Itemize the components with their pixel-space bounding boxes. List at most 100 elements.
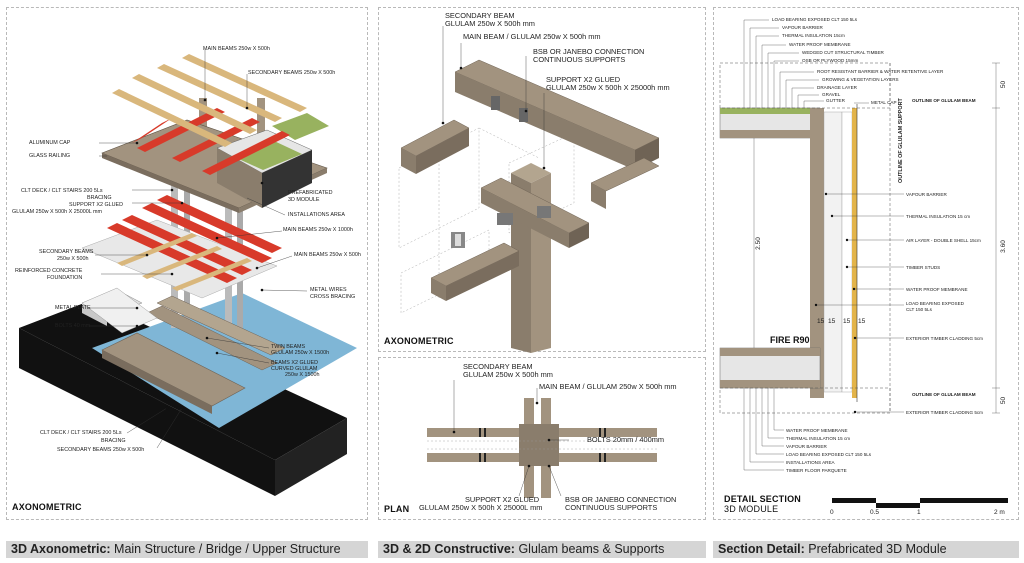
label-bracing-2: BRACING [101, 438, 126, 444]
cross-beam-end [569, 223, 589, 248]
label-bracing-1: BRACING [87, 195, 112, 201]
glulam-beam [157, 64, 282, 122]
insulation-layer [823, 111, 843, 393]
section-label: WATER PROOF MEMBRANE [906, 287, 968, 292]
lower-beam-face [446, 251, 519, 301]
caption-axonometric: 3D Axonometric: Main Structure / Bridge … [6, 541, 368, 558]
red-main-beam [157, 195, 282, 253]
glulam-beam [132, 74, 257, 134]
section-label: VAPOUR BARRIER [786, 444, 827, 449]
section-label: GROWING & VEGETATION LAYERS [822, 77, 899, 82]
leader-lines [453, 380, 569, 497]
axonometric-drawing [19, 49, 357, 496]
scale-label: 1 [917, 509, 921, 516]
leader-lines [89, 49, 308, 449]
dim-15: 15 [828, 318, 836, 325]
scale-label: 0 [830, 509, 834, 516]
section-drawing [719, 19, 1008, 508]
scale-label: 0.5 [870, 509, 880, 516]
label-concrete-1: REINFORCED CONCRETE [15, 268, 83, 274]
secondary-beam-side [591, 183, 606, 209]
section-label: INSTALLATIONS AREA [786, 460, 835, 465]
dim-15: 15 [817, 318, 825, 325]
label-beams-x2-2: CURVED GLULAM [271, 366, 318, 372]
secondary-beam-face [416, 128, 469, 174]
label-concrete-2: FOUNDATION [47, 275, 83, 281]
panel-title: PLAN [384, 504, 410, 514]
label-glulam-support: GLULAM 250w X 500h X 25000L mm [12, 209, 102, 215]
dim-15: 15 [858, 318, 866, 325]
label-main-beam: MAIN BEAM / GLULAM 250w X 500h mm [539, 382, 677, 391]
dim-50-top: 50 [1000, 80, 1008, 89]
exterior-cladding [852, 108, 857, 398]
caption-section-detail: Section Detail: Prefabricated 3D Module [713, 541, 1019, 558]
connector-plate [537, 206, 551, 218]
section-label: THERMAL INSULATION 15 cm [786, 436, 851, 441]
section-label: TIMBER STUDS [906, 265, 941, 270]
label-secondary-beams-mid-1: SECONDARY BEAMS [39, 249, 94, 255]
label-main-beam: MAIN BEAM / GLULAM 250w X 500h mm [463, 32, 601, 41]
glulam-secondary-beam [142, 246, 222, 279]
plan-drawing [427, 380, 657, 498]
lower-deck-edge [102, 350, 212, 414]
label-secondary-beam-2: GLULAM 250w X 500h mm [445, 19, 535, 28]
clt-floor [720, 348, 820, 356]
section-label: METAL CAP [871, 100, 897, 105]
section-label: OUTLINE OF GLULAM BEAM [912, 392, 976, 397]
section-label: EXTERIOR TIMBER CLADDING 5cm [906, 336, 983, 341]
detail-section-panel: LOAD BEARING EXPOSED CLT 150 5Ls VAPOUR … [713, 7, 1019, 520]
water-surface [92, 293, 357, 428]
fire-rating: FIRE R90 [770, 335, 810, 345]
label-secondary-beams-top: SECONDARY BEAMS 250w X 500h [248, 70, 336, 76]
label-secondary-beam-2: GLULAM 250w X 500h mm [463, 370, 553, 379]
section-label: LOAD BEARING EXPOSED CLT 150 5Ls [786, 452, 872, 457]
section-label: CLT 150 5Ls [906, 307, 932, 312]
leader-lines [743, 19, 1000, 471]
caption-bold: 3D Axonometric: [11, 542, 111, 556]
section-label: WATER PROOF MEMBRANE [789, 42, 851, 47]
red-main-beam [137, 108, 225, 152]
panel-title: AXONOMETRIC [384, 336, 454, 346]
section-label: LOAD BEARING EXPOSED CLT 150 5Ls [772, 17, 858, 22]
section-label: ROOT RESISTANT BARRIER & WATER RETENTIVE… [817, 69, 944, 74]
caption-constructive: 3D & 2D Constructive: Glulam beams & Sup… [378, 541, 706, 558]
twin-beam [146, 305, 278, 371]
caption-bold: Section Detail: [718, 542, 805, 556]
panel-title: AXONOMETRIC [12, 502, 82, 512]
label-bolts: BOLTS 40 mm [55, 323, 91, 329]
section-label: AIR LAYER - DOUBLE SHELL 15cm [906, 238, 981, 243]
connector-plate [497, 213, 513, 225]
section-label: OSB OR PLYWOOD 15mm [802, 58, 859, 63]
dim-250: 2.50 [754, 237, 762, 250]
section-label: LOAD BEARING EXPOSED [906, 301, 964, 306]
red-main-beam [142, 203, 272, 263]
label-support-2: GLULAM 250w X 500h X 25000L mm [419, 503, 543, 512]
glulam-secondary-beam [172, 258, 252, 291]
label-bolts: BOLTS 20mm / 400mm [587, 435, 665, 444]
label-support-1: SUPPORT X2 GLUED [546, 75, 621, 84]
section-label: VAPOUR BARRIER [782, 25, 823, 30]
label-bsb-1: BSB OR JANEBO CONNECTION [565, 495, 677, 504]
leader-dots [441, 66, 546, 170]
label-main-beams-mid: MAIN BEAMS 250w X 1000h [283, 227, 353, 233]
label-secondary-beam-1: SECONDARY BEAM [463, 362, 533, 371]
label-bsb-1: BSB OR JANEBO CONNECTION [533, 47, 645, 56]
plan-panel: SECONDARY BEAM GLULAM 250w X 500h mm MAI… [378, 357, 706, 520]
label-support-1: SUPPORT X2 GLUED [465, 495, 540, 504]
label-metal-plate: METAL PLATE [55, 305, 91, 311]
panel-subtitle: 3D MODULE [724, 504, 779, 514]
axonometric-panel: MAIN BEAMS 250w X 500h SECONDARY BEAMS 2… [6, 7, 368, 520]
label-twin-beams-2: GLULAM 250w X 1500h [271, 350, 330, 356]
foundation-block-end [275, 418, 347, 496]
red-main-beam [107, 223, 237, 283]
red-main-beam [122, 215, 252, 275]
connector-plate [519, 108, 528, 122]
section-label: OUTLINE OF GLULAM BEAM [912, 98, 976, 103]
dim-50-bottom: 50 [1000, 396, 1008, 405]
section-label: VAPOUR BARRIER [906, 192, 947, 197]
leader-dots [814, 192, 857, 414]
lower-beam-side [431, 278, 446, 301]
glulam-beam [112, 89, 232, 147]
green-roof [232, 140, 302, 170]
section-label: EXTERIOR TIMBER CLADDING 5cm [906, 410, 983, 415]
